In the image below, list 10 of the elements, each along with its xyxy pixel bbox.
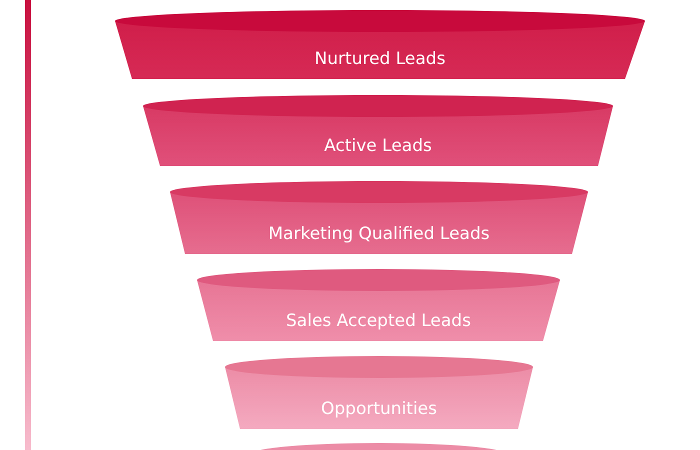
stage-label: Active Leads <box>324 136 432 156</box>
funnel-segment <box>197 269 560 341</box>
stage-label: Marketing Qualified Leads <box>268 224 490 244</box>
stage-label: Nurtured Leads <box>314 49 446 69</box>
funnel-segment <box>115 10 645 79</box>
funnel-segment <box>170 181 588 254</box>
stage-label: Opportunities <box>321 399 437 419</box>
funnel-segment <box>225 356 533 429</box>
stage-label: Sales Accepted Leads <box>286 311 471 331</box>
funnel-segment <box>143 95 613 166</box>
